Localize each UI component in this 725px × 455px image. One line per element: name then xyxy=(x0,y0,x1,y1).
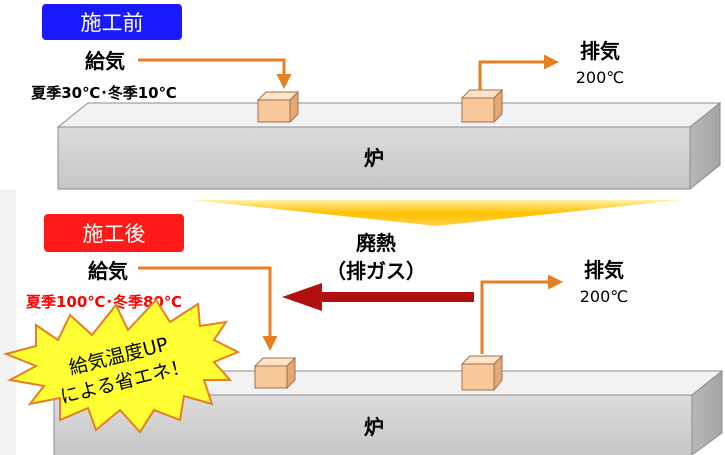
before-supply-label: 給気 xyxy=(85,49,125,73)
before-badge xyxy=(42,4,182,40)
before-exhaust-label: 排気 xyxy=(580,39,620,63)
energy-saving-burst xyxy=(2,298,241,434)
before-exhaust-temp: 200℃ xyxy=(576,68,625,87)
transition-chevron xyxy=(192,200,680,226)
waste-heat-label-line1: 廃熱 xyxy=(356,231,396,255)
after-supply-label: 給気 xyxy=(88,259,128,283)
before-section: 施工前 給気 夏季30℃･冬季10℃ 排気 200℃ 炉 xyxy=(30,4,722,191)
after-exhaust-block xyxy=(460,354,504,392)
after-badge xyxy=(44,214,184,252)
after-supply-arrow xyxy=(138,266,278,351)
before-furnace-label: 炉 xyxy=(364,146,384,170)
before-exhaust-arrow xyxy=(478,54,559,90)
after-badge-label: 施工後 xyxy=(83,222,146,246)
after-section: 施工後 給気 夏季100℃･冬季80℃ 廃熱 （排ガス） 排気 200℃ 炉 xyxy=(2,214,724,455)
before-supply-arrow xyxy=(138,58,292,89)
after-supply-block xyxy=(253,356,297,390)
after-exhaust-temp: 200℃ xyxy=(580,287,629,306)
before-exhaust-block xyxy=(460,88,504,124)
before-furnace xyxy=(56,101,722,191)
waste-heat-arrow xyxy=(282,283,474,311)
after-supply-temp: 夏季100℃･冬季80℃ xyxy=(25,293,182,311)
left-side-panel xyxy=(0,190,16,455)
waste-heat-label-line2: （排ガス） xyxy=(326,259,426,283)
before-badge-label: 施工前 xyxy=(81,11,144,35)
after-exhaust-label: 排気 xyxy=(584,258,624,282)
after-exhaust-arrow xyxy=(480,274,563,354)
before-supply-block xyxy=(256,90,300,124)
before-supply-temp: 夏季30℃･冬季10℃ xyxy=(30,84,177,102)
after-furnace-label: 炉 xyxy=(364,415,384,439)
